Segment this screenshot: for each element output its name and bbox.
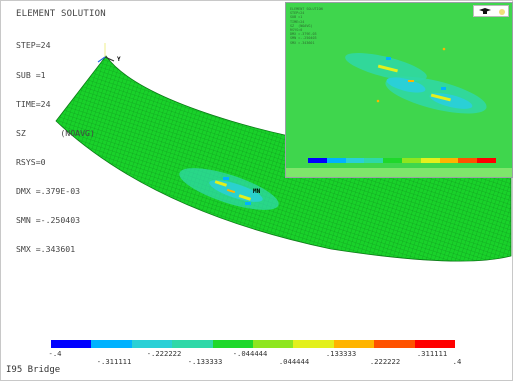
inset-legend-color-6 (401, 158, 421, 163)
info-smn: SMN =-.250403 (16, 214, 81, 225)
legend-color-7 (293, 340, 334, 348)
legend-label-lower-5: .4 (452, 357, 462, 366)
legend-color-8 (333, 340, 375, 348)
mortarboard-icon[interactable] (479, 8, 491, 14)
info-smx: SMX =.343601 (16, 244, 76, 255)
inset-toolbar[interactable] (473, 5, 509, 17)
min-node-label: MN (253, 188, 261, 195)
legend-color-6 (253, 340, 294, 348)
legend-label-upper-4: .133333 (325, 349, 357, 358)
triad-y-label: Y (117, 56, 121, 63)
solution-info-block: STEP=24 SUB =1 TIME=24 SZ (NOAVG) RSYS=0… (16, 22, 95, 274)
legend-label-lower-1: -.311111 (96, 357, 132, 366)
highlight-icon[interactable] (499, 9, 505, 15)
stress-hotspot (179, 168, 279, 210)
inset-solution-text: ELEMENT SOLUTION STEP=24 SUB =1 TIME=24 … (290, 7, 323, 45)
inset-legend-color-2 (326, 158, 346, 163)
legend-color-3 (131, 340, 173, 348)
bridge-deck-surface (55, 55, 512, 262)
inset-legend-color-4 (364, 158, 384, 163)
inset-footer (286, 168, 512, 177)
legend-label-lower-4: .222222 (369, 357, 401, 366)
model-name: I95 Bridge (6, 365, 61, 375)
inset-legend-color-1 (308, 158, 327, 163)
inset-legend-color-9 (458, 158, 478, 163)
info-sub: SUB =1 (16, 69, 46, 80)
info-step: STEP=24 (16, 40, 51, 51)
info-dmx: DMX =.379E-03 (16, 185, 81, 196)
legend-label-lower-2: -.133333 (187, 357, 223, 366)
legend-label-upper-2: -.222222 (146, 349, 182, 358)
info-component: SZ (NOAVG) (16, 127, 95, 138)
legend-color-9 (374, 340, 415, 348)
coordinate-triad (97, 43, 115, 63)
legend-label-lower-3: .044444 (278, 357, 310, 366)
legend-color-5 (212, 340, 254, 348)
inset-legend-color-3 (345, 158, 365, 163)
zoom-inset-window[interactable]: ELEMENT SOLUTION STEP=24 SUB =1 TIME=24 … (285, 2, 513, 178)
contour-legend-bar (51, 340, 456, 348)
legend-color-2 (91, 340, 132, 348)
legend-color-10 (414, 340, 456, 348)
legend-label-upper-5: .311111 (416, 349, 448, 358)
inset-stress-plot (345, 47, 487, 114)
solution-title: ELEMENT SOLUTION (16, 9, 106, 19)
info-rsys: RSYS=0 (16, 156, 46, 167)
legend-label-upper-1: -.4 (48, 349, 62, 358)
inset-legend-bar (308, 158, 496, 163)
legend-label-upper-3: -.044444 (232, 349, 268, 358)
legend-color-4 (172, 340, 213, 348)
info-time: TIME=24 (16, 98, 51, 109)
inset-legend-color-5 (383, 158, 402, 163)
inset-legend-color-8 (439, 158, 459, 163)
inset-legend-color-10 (477, 158, 496, 163)
legend-color-1 (51, 340, 92, 348)
inset-legend-color-7 (420, 158, 440, 163)
